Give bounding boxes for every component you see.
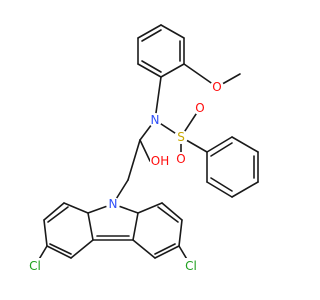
chlorine-right-atom: Cl bbox=[181, 258, 201, 273]
sulfur-atom: S bbox=[174, 130, 188, 144]
bond-line bbox=[154, 243, 176, 255]
bond-line bbox=[206, 136, 233, 153]
sulfonyl-oxygen-top-atom: O bbox=[193, 101, 207, 115]
bond-line bbox=[231, 136, 259, 153]
bond-line bbox=[47, 206, 69, 223]
bond-line bbox=[178, 219, 183, 247]
hydroxyl-group: OH bbox=[150, 154, 172, 168]
bond-line bbox=[43, 219, 48, 247]
chemical-structure: O N S O O OH N Cl bbox=[25, 24, 259, 273]
bond-line bbox=[210, 177, 233, 192]
bond-line bbox=[49, 243, 72, 255]
svg-text:O: O bbox=[176, 152, 185, 166]
bond-line bbox=[87, 212, 94, 241]
svg-text:O: O bbox=[195, 101, 204, 115]
bond-line bbox=[160, 24, 185, 39]
bond-line bbox=[139, 139, 151, 162]
bond-line bbox=[127, 139, 141, 181]
chlorine-left-atom: Cl bbox=[25, 258, 45, 273]
bond-line bbox=[210, 142, 233, 157]
svg-text:Cl: Cl bbox=[29, 259, 41, 273]
bond-line bbox=[154, 245, 180, 259]
svg-text:Cl: Cl bbox=[185, 259, 197, 273]
bond-line bbox=[137, 24, 162, 39]
svg-text:N: N bbox=[151, 113, 160, 127]
sulfonamide-nitrogen-atom: N bbox=[148, 113, 162, 127]
bond-line bbox=[63, 202, 89, 214]
carbazole-nitrogen-atom: N bbox=[106, 197, 120, 211]
bond-line bbox=[43, 202, 65, 221]
bond-line bbox=[137, 202, 163, 214]
bond-line bbox=[46, 245, 72, 259]
bond-line bbox=[157, 206, 179, 223]
svg-text:O: O bbox=[212, 80, 221, 94]
bond-line bbox=[141, 60, 162, 73]
methoxy-oxygen-atom: O bbox=[210, 80, 224, 94]
atom-labels: O N S O O OH N Cl bbox=[25, 80, 224, 273]
bond-line bbox=[70, 239, 94, 259]
bond-line bbox=[141, 29, 162, 42]
bond-lines bbox=[34, 24, 259, 267]
svg-text:N: N bbox=[109, 197, 118, 211]
bond-line bbox=[137, 63, 162, 78]
svg-text:S: S bbox=[177, 130, 185, 144]
bond-line bbox=[132, 239, 156, 259]
bond-line bbox=[132, 212, 139, 241]
bond-line bbox=[154, 76, 162, 121]
bond-line bbox=[206, 181, 233, 198]
bond-line bbox=[161, 202, 183, 221]
bond-line bbox=[231, 181, 259, 198]
svg-text:OH: OH bbox=[151, 154, 169, 168]
sulfonyl-oxygen-bottom-atom: O bbox=[174, 152, 188, 166]
bond-line bbox=[160, 63, 185, 78]
